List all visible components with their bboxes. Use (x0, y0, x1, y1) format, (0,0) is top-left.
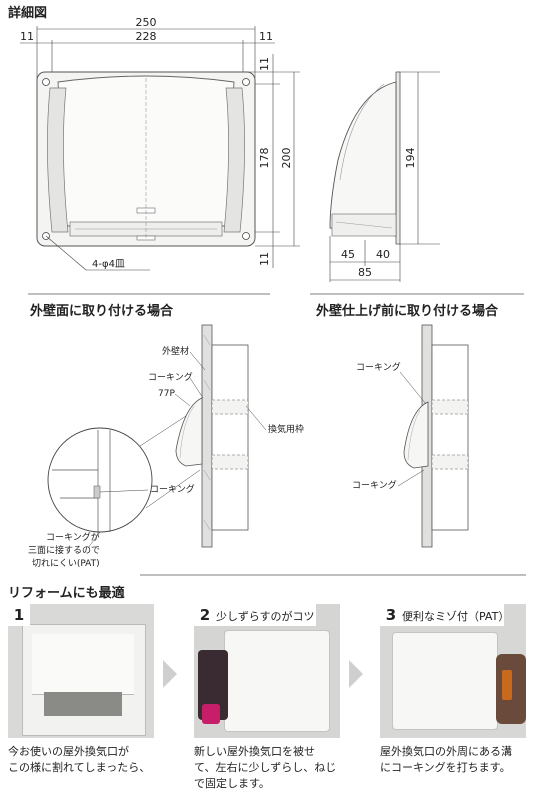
dim-side-height: 194 (404, 148, 417, 169)
caulk-gun-icon (502, 670, 512, 700)
dim-side-total: 85 (358, 266, 372, 279)
step-1-caption: 今お使いの屋外換気口が この様に割れてしまったら、 (8, 744, 168, 776)
step-1-number: 1 (8, 604, 30, 626)
step-2-header: 2 少しずらすのがコツ (194, 604, 316, 626)
wall-material-label: 外壁材 (162, 345, 189, 357)
step-2-caption-line1: 新しい屋外換気口を被せ (194, 745, 315, 758)
caulking-detail-label: コーキング (150, 483, 195, 495)
old-vent-hood (32, 634, 134, 695)
step-2-caption-line3: で固定します。 (194, 777, 270, 790)
step-3-caption: 屋外換気口の外周にある溝 にコーキングを打ちます。 (380, 744, 530, 776)
step-3-number: 3 (385, 606, 397, 624)
arrow-2-icon (349, 660, 363, 688)
caulking-right-top-label: コーキング (356, 361, 401, 373)
before-finish-heading: 外壁仕上げ前に取り付ける場合 (316, 304, 499, 319)
arrow-1-icon (163, 660, 177, 688)
note-line2: 三面に接するので (28, 544, 100, 556)
step-2-photo: 2 少しずらすのがコツ (194, 604, 340, 738)
dim-bottom-margin: 11 (258, 252, 271, 266)
front-view: 250 228 11 11 11 178 200 11 4-φ4皿 (20, 16, 300, 271)
step-2-caption: 新しい屋外換気口を被せ て、左右に少しずらし、ねじ で固定します。 (194, 744, 354, 792)
caulking-top-label: コーキング (148, 371, 193, 383)
new-vent (224, 630, 330, 732)
dim-right-top: 11 (258, 57, 271, 71)
broken-area (44, 692, 122, 716)
step-2-number: 2 (199, 606, 211, 624)
step-2-title: 少しずらすのがコツ (216, 610, 315, 623)
reform-heading: リフォームにも最適 (8, 586, 125, 601)
step-3-photo: 3 便利なミゾ付（PAT） (380, 604, 526, 738)
step-3-title: 便利なミゾ付（PAT） (402, 610, 510, 623)
install-right: コーキング コーキング (352, 324, 469, 548)
step-3-caption-line1: 屋外換気口の外周にある溝 (380, 745, 512, 758)
technical-drawing: 250 228 11 11 11 178 200 11 4-φ4皿 (20, 16, 526, 576)
holes-label: 4-φ4皿 (92, 259, 125, 270)
caulking-right-bottom-label: コーキング (352, 479, 397, 491)
side-view: 194 45 40 85 (329, 71, 440, 282)
step-3-caption-line2: にコーキングを打ちます。 (380, 761, 511, 774)
note-line1: コーキングが (46, 531, 100, 543)
note-line3: 切れにくい(PAT) (32, 558, 100, 569)
installed-vent (392, 632, 498, 730)
vent-frame-label: 換気用枠 (268, 423, 304, 435)
model-label: 77P (158, 389, 175, 399)
drill-handle (202, 704, 220, 724)
dim-right-margin: 11 (259, 30, 273, 43)
dim-top-total: 250 (136, 16, 157, 29)
install-left: 外壁材 コーキング 77P 換気用枠 コーキング コーキングが 三面に接するので… (28, 324, 304, 569)
dim-height-inner: 178 (258, 148, 271, 169)
detail-heading: 詳細図 (8, 6, 48, 21)
dim-height-total: 200 (280, 148, 293, 169)
step-1-caption-line2: この様に割れてしまったら、 (8, 761, 151, 774)
step-2-caption-line2: て、左右に少しずらし、ねじ (194, 761, 337, 774)
exterior-wall-heading: 外壁面に取り付ける場合 (30, 304, 174, 319)
dim-side-w2: 40 (376, 248, 390, 261)
dim-top-inner: 228 (136, 30, 157, 43)
step-1-photo: 1 (8, 604, 154, 738)
step-1-caption-line1: 今お使いの屋外換気口が (8, 745, 129, 758)
step-3-header: 3 便利なミゾ付（PAT） (380, 604, 509, 626)
dim-left-margin: 11 (20, 30, 34, 43)
dim-side-w1: 45 (341, 248, 355, 261)
